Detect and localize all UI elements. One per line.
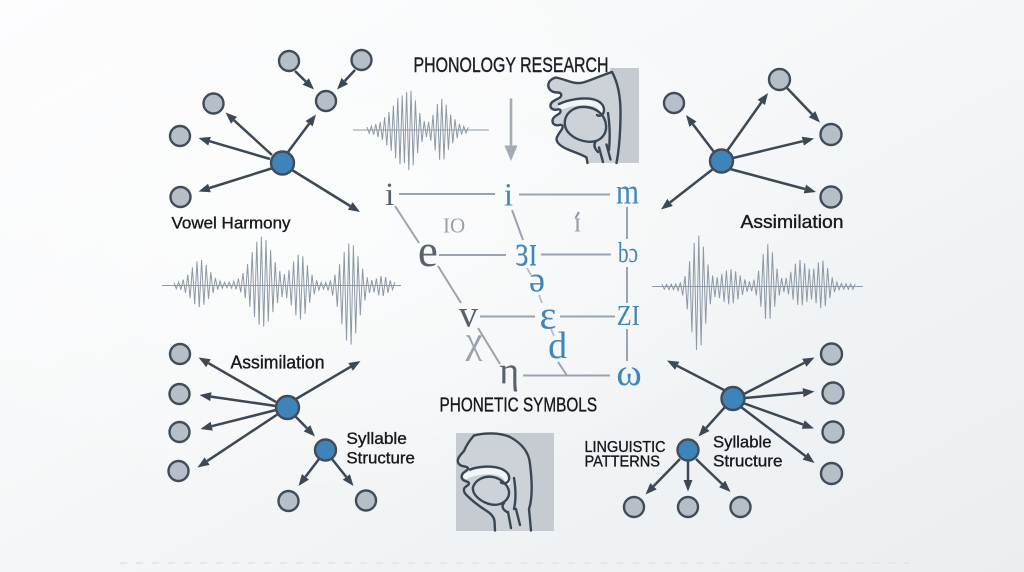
svg-text:Assimilation: Assimilation: [231, 352, 325, 372]
svg-text:d: d: [548, 325, 567, 367]
svg-text:PHONETIC SYMBOLS: PHONETIC SYMBOLS: [440, 395, 598, 417]
svg-text:χ: χ: [465, 320, 483, 362]
svg-text:LINGUISTIC: LINGUISTIC: [585, 439, 666, 456]
svg-text:ɪ: ɪ: [574, 208, 582, 239]
svg-text:Syllable: Syllable: [346, 430, 407, 448]
svg-text:Structure: Structure: [346, 449, 415, 468]
svg-text:IO: IO: [443, 213, 465, 237]
svg-text:ɜɪ: ɜɪ: [515, 227, 537, 276]
svg-text:m: m: [616, 172, 639, 212]
svg-text:ɛ: ɛ: [540, 292, 557, 337]
svg-text:ZI: ZI: [617, 301, 640, 332]
svg-text:e: e: [418, 226, 438, 276]
svg-text:ə: ə: [529, 260, 545, 300]
svg-text:i: i: [385, 177, 394, 213]
svg-text:η: η: [499, 350, 519, 392]
svg-text:PHONOLOGY RESEARCH: PHONOLOGY RESEARCH: [414, 53, 609, 77]
svg-text:i: i: [504, 178, 513, 214]
svg-text:Syllable: Syllable: [713, 434, 772, 452]
svg-text:PATTERNS: PATTERNS: [585, 453, 661, 470]
svg-text:Assimilation: Assimilation: [741, 212, 844, 232]
svg-text:bɔ: bɔ: [618, 238, 638, 269]
svg-text:Vowel Harmony: Vowel Harmony: [171, 214, 291, 233]
svg-text:Structure: Structure: [713, 451, 783, 470]
svg-text:v: v: [459, 293, 479, 335]
svg-text:ω: ω: [616, 352, 641, 394]
